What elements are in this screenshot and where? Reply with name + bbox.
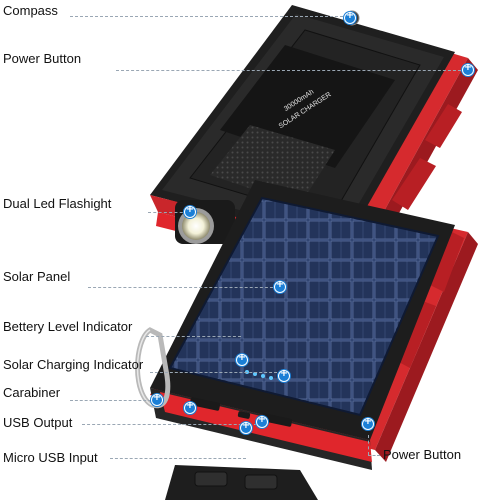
- callout-line-power-button-bottom-h: [368, 455, 380, 456]
- label-micro-usb-input: Micro USB Input: [3, 450, 98, 465]
- callout-line-power-button-top: [116, 70, 466, 71]
- label-solar-charging-indicator: Solar Charging Indicator: [3, 357, 144, 372]
- marker-micro-usb: [240, 420, 252, 434]
- callout-line-solar-charging: [150, 372, 282, 373]
- callout-line-micro-usb: [110, 458, 246, 459]
- marker-power-button-bottom: [362, 416, 374, 430]
- label-carabiner: Carabiner: [3, 385, 61, 400]
- callout-line-solar-panel: [88, 287, 278, 288]
- marker-flashlight: [184, 204, 196, 218]
- label-power-button-bottom: Power Button: [383, 447, 462, 462]
- marker-power-button-top: [462, 62, 474, 76]
- marker-solar-panel: [274, 279, 286, 293]
- callout-line-carabiner: [70, 400, 156, 401]
- label-dual-led-flashlight: Dual Led Flashight: [3, 196, 112, 211]
- marker-solar-charging: [278, 368, 290, 382]
- marker-usb-output-2: [256, 414, 268, 428]
- callout-line-flashlight: [148, 212, 188, 213]
- callout-line-usb-output: [82, 424, 262, 425]
- label-power-button-top: Power Button: [3, 51, 82, 66]
- label-compass: Compass: [3, 3, 58, 18]
- marker-compass: [344, 10, 356, 24]
- callout-line-battery-level: [146, 336, 241, 337]
- callout-line-power-button-bottom: [368, 435, 369, 455]
- label-battery-level-indicator: Bettery Level Indicator: [3, 319, 133, 334]
- marker-battery-level: [236, 352, 248, 366]
- marker-usb-output: [184, 400, 196, 414]
- callout-line-compass: [70, 16, 348, 17]
- marker-carabiner: [151, 392, 163, 406]
- label-usb-output: USB Output: [3, 415, 73, 430]
- label-solar-panel: Solar Panel: [3, 269, 71, 284]
